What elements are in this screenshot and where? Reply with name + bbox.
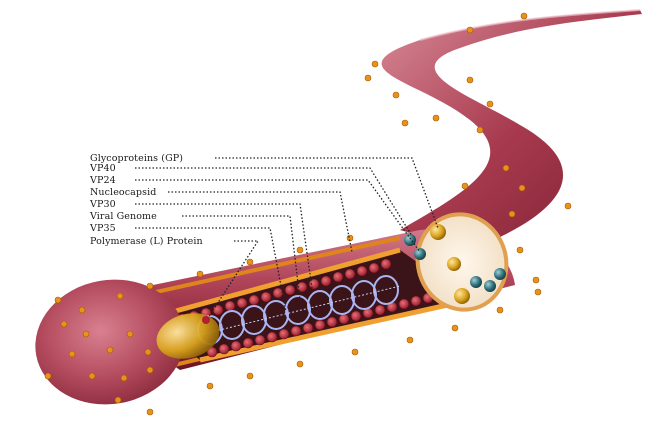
label-vp24: VP24 — [90, 175, 116, 186]
label-polymerase: Polymerase (L) Protein — [90, 236, 203, 247]
label-vp30: VP30 — [90, 199, 116, 210]
label-vp35: VP35 — [90, 223, 116, 234]
label-nucleocapsid: Nucleocapsid — [90, 187, 156, 198]
label-viral-genome: Viral Genome — [90, 211, 157, 222]
label-vp40: VP40 — [90, 163, 116, 174]
